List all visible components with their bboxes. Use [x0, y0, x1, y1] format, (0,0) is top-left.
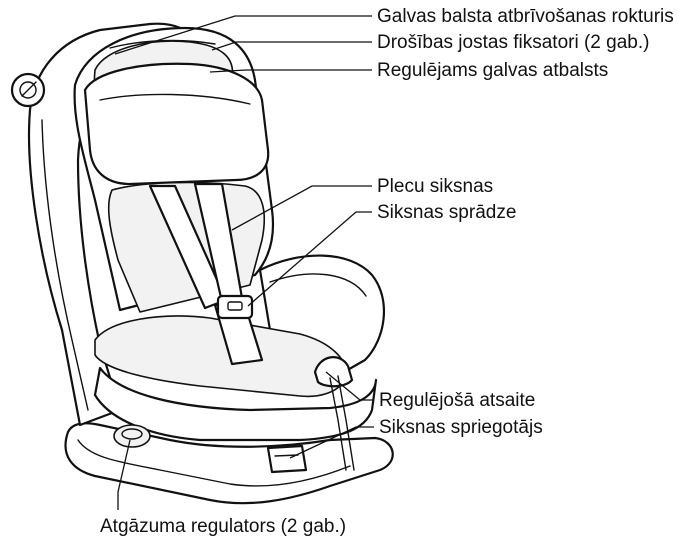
label-adjustable-headrest: Regulējams galvas atbalsts: [377, 60, 608, 81]
label-belt-locks: Drošības jostas fiksatori (2 gab.): [377, 32, 649, 53]
label-buckle: Siksnas sprādze: [377, 202, 516, 223]
belt-buckle: [218, 296, 252, 318]
label-headrest-release: Galvas balsta atbrīvošanas rokturis: [377, 6, 674, 27]
recline-adjuster: [114, 425, 150, 447]
label-tensioner: Siksnas spriegotājs: [379, 417, 543, 438]
car-seat-illustration: [12, 24, 393, 503]
headrest-release-handle: [12, 74, 44, 106]
belt-tensioner: [268, 446, 306, 472]
label-shoulder-straps: Plecu siksnas: [377, 176, 493, 197]
label-recline-adjusters: Atgāzuma regulators (2 gab.): [100, 516, 346, 537]
headrest-cushion: [85, 64, 268, 184]
label-adjuster-strap: Regulējošā atsaite: [379, 390, 535, 411]
